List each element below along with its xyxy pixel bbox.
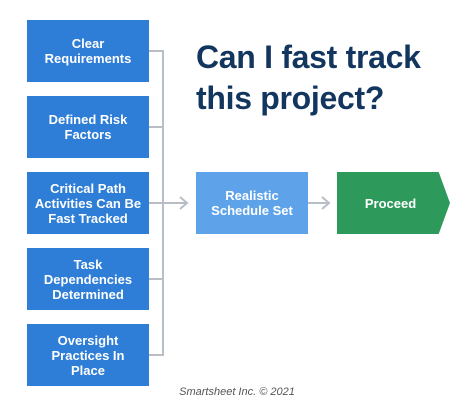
- input-box-task-dependencies: Task Dependencies Determined: [27, 248, 149, 310]
- copyright-footer: Smartsheet Inc. © 2021: [179, 386, 295, 398]
- proceed-arrow-box: Proceed: [337, 172, 450, 234]
- input-box-critical-path: Critical Path Activities Can Be Fast Tra…: [27, 172, 149, 234]
- arrowhead-to-schedule: [179, 196, 189, 210]
- input-box-oversight-practices: Oversight Practices In Place: [27, 324, 149, 386]
- input-box-clear-requirements: Clear Requirements: [27, 20, 149, 82]
- input-box-defined-risk-factors: Defined Risk Factors: [27, 96, 149, 158]
- arrowhead-to-proceed: [321, 196, 331, 210]
- diagram-title: Can I fast track this project?: [196, 39, 421, 116]
- schedule-box: Realistic Schedule Set: [196, 172, 308, 234]
